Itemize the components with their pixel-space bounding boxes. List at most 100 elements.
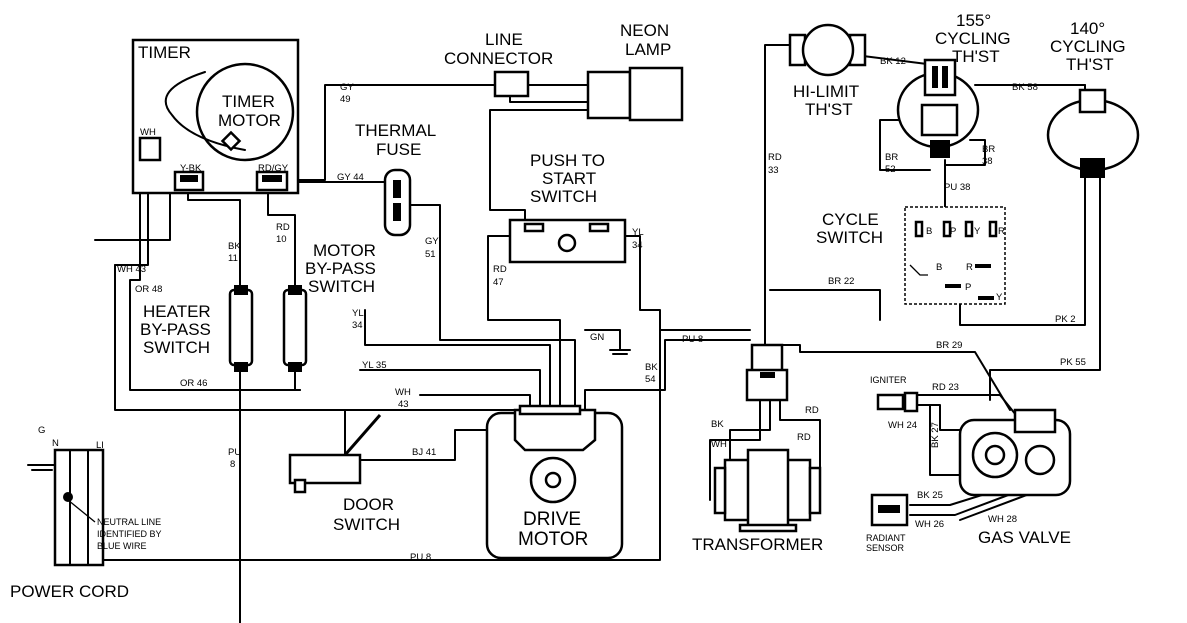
door-switch-label-2: SWITCH xyxy=(333,515,400,534)
thermal-fuse-label-2: FUSE xyxy=(376,140,421,159)
igniter-label: IGNITER xyxy=(870,375,907,385)
radiant-sensor xyxy=(870,493,909,527)
hi-limit-label-1: HI-LIMIT xyxy=(793,82,859,101)
terminal-labels: WH Y-BK RD/GY B P Y R B R P Y G N LI GN … xyxy=(38,127,1005,451)
wire-gy51-b: 51 xyxy=(425,249,436,260)
wire-rd47-a: RD xyxy=(493,264,507,275)
heater-bypass-switch xyxy=(228,285,308,372)
wire-pu8-right: PU 8 xyxy=(682,334,703,345)
terminal-p: P xyxy=(950,226,956,237)
terminal-bk: BK xyxy=(711,419,724,430)
hi-limit-label-2: TH'ST xyxy=(805,100,853,119)
drive-motor xyxy=(485,404,624,560)
wire-wh28: WH 28 xyxy=(988,514,1017,525)
line-connector-label-1: LINE xyxy=(485,30,523,49)
terminal-p2: P xyxy=(965,282,971,293)
terminal-g: G xyxy=(38,425,45,436)
heater-bypass-label-3: SWITCH xyxy=(143,338,210,357)
wire-bk12: BK 12 xyxy=(880,56,906,67)
igniter xyxy=(876,391,919,413)
hi-limit-thermostat xyxy=(788,23,867,77)
push-start-label-1: PUSH TO xyxy=(530,151,605,170)
gas-valve xyxy=(958,408,1072,497)
drive-motor-label-2: MOTOR xyxy=(518,529,588,550)
wire-labels: GY 49 GY 44 GY 51 RD 33 YL 34 RD 47 BK 1… xyxy=(117,56,1086,563)
wire-wh43b-a: WH xyxy=(395,387,411,398)
terminal-b2: B xyxy=(936,262,942,273)
transformer-label: TRANSFORMER xyxy=(692,535,823,554)
cycle-switch-label-2: SWITCH xyxy=(816,228,883,247)
cycling-155-label-2: CYCLING xyxy=(935,29,1011,48)
radiant-sensor-label-2: SENSOR xyxy=(866,543,905,553)
thermal-fuse xyxy=(383,168,412,237)
cycling-140-label-1: 140° xyxy=(1070,19,1105,38)
drive-motor-label-1: DRIVE xyxy=(523,509,581,530)
thermal-fuse-label-1: THERMAL xyxy=(355,121,436,140)
wire-wh43: WH 43 xyxy=(117,264,146,275)
wire-bj41: BJ 41 xyxy=(412,447,436,458)
wire-gy49-b: 49 xyxy=(340,94,351,105)
terminal-y: Y xyxy=(974,226,981,237)
wire-rd10-b: 10 xyxy=(276,234,287,245)
terminal-y-bk: Y-BK xyxy=(180,163,202,174)
wire-pu38: PU 38 xyxy=(944,182,970,193)
cycle-switch-label-1: CYCLE xyxy=(822,210,879,229)
radiant-sensor-label-1: RADIANT xyxy=(866,533,906,543)
push-start-label-2: START xyxy=(542,169,596,188)
wire-pk55: PK 55 xyxy=(1060,357,1086,368)
terminal-rd2: RD xyxy=(797,432,811,443)
timer-label: TIMER xyxy=(138,43,191,62)
wire-pu8-bottom: PU 8 xyxy=(410,552,431,563)
terminal-l1: LI xyxy=(96,440,104,451)
wire-rd23: RD 23 xyxy=(932,382,959,393)
line-connector-label-2: CONNECTOR xyxy=(444,49,553,68)
cycling-thermostat-140 xyxy=(1046,88,1140,178)
timer-motor-label-1: TIMER xyxy=(222,92,275,111)
wire-bk58: BK 58 xyxy=(1012,82,1038,93)
wire-bk54-b: 54 xyxy=(645,374,656,385)
motor-bypass-label-3: SWITCH xyxy=(308,277,375,296)
wire-or46: OR 46 xyxy=(180,378,207,389)
terminal-n: N xyxy=(52,438,59,449)
gas-valve-label: GAS VALVE xyxy=(978,528,1071,547)
terminal-wh2: WH xyxy=(711,439,727,450)
wire-br52-b: 52 xyxy=(885,164,896,175)
wire-wh24: WH 24 xyxy=(888,420,917,431)
power-cord-label: POWER CORD xyxy=(10,582,129,601)
cycling-155-label-1: 155° xyxy=(956,11,991,30)
wire-wh43b-b: 43 xyxy=(398,399,409,410)
wire-yl34-b: 34 xyxy=(632,240,643,251)
cycling-140-label-3: TH'ST xyxy=(1066,55,1114,74)
wire-br22: BR 22 xyxy=(828,276,854,287)
cycling-155-label-3: TH'ST xyxy=(952,47,1000,66)
cycling-140-label-2: CYCLING xyxy=(1050,37,1126,56)
wire-pk2: PK 2 xyxy=(1055,314,1076,325)
push-start-label-3: SWITCH xyxy=(530,187,597,206)
neon-lamp-label-1: NEON xyxy=(620,21,669,40)
motor-bypass-label-2: BY-PASS xyxy=(305,259,376,278)
terminal-y2: Y xyxy=(996,292,1003,303)
neon-lamp xyxy=(586,66,684,122)
wire-yl34-a: YL xyxy=(632,227,644,238)
wire-yl35: YL 35 xyxy=(362,360,386,371)
wire-or48: OR 48 xyxy=(135,284,162,295)
wire-pu8-b: 8 xyxy=(230,459,235,470)
component-labels: TIMER TIMER MOTOR LINE CONNECTOR NEON LA… xyxy=(10,11,1126,601)
timer-motor-label-2: MOTOR xyxy=(218,111,281,130)
terminal-rd: RD xyxy=(805,405,819,416)
wire-bk25: BK 25 xyxy=(917,490,943,501)
line-connector xyxy=(493,70,530,98)
cycle-switch xyxy=(904,206,1006,305)
wire-gy44: GY 44 xyxy=(337,172,364,183)
heater-bypass-label-1: HEATER xyxy=(143,302,211,321)
terminal-r: R xyxy=(998,226,1005,237)
neutral-line-label-1: NEUTRAL LINE xyxy=(97,517,161,527)
wire-gy51-a: GY xyxy=(425,236,439,247)
wire-br29: BR 29 xyxy=(936,340,962,351)
wire-pu8-a: PU xyxy=(228,447,241,458)
cycling-thermostat-155 xyxy=(896,58,980,158)
terminal-b: B xyxy=(926,226,932,237)
terminal-wh: WH xyxy=(140,127,156,138)
push-start-switch xyxy=(508,218,627,264)
wire-bk11-a: BK xyxy=(228,241,241,252)
